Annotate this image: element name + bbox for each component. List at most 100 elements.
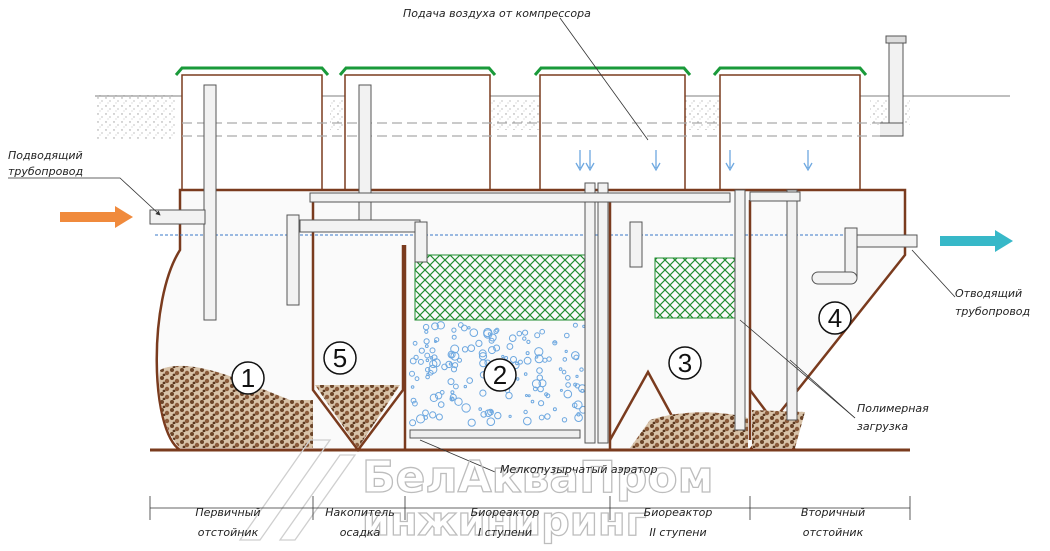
air-bubble (579, 367, 584, 372)
air-bubble (501, 354, 505, 359)
air-bubble (571, 351, 580, 360)
air-bubble (409, 370, 415, 377)
air-bubble (489, 409, 494, 414)
air-bubble (448, 362, 452, 366)
polymer-media-bioreactor-2 (654, 257, 741, 319)
air-bubble (564, 332, 570, 339)
polymer-label-line1: Полимерная (857, 402, 929, 415)
caption-line2: I ступени (478, 526, 532, 539)
air-bubble (450, 344, 460, 354)
chamber-number: 3 (678, 348, 692, 378)
air-bubble (522, 329, 529, 336)
air-bubble (478, 407, 483, 411)
air-bubble (460, 324, 468, 332)
air-bubble (450, 390, 455, 395)
air-bubble (425, 358, 430, 363)
watermark-logo: БелАкваПром инжиниринг (238, 439, 714, 546)
air-bubble (546, 356, 552, 362)
air-bubble (544, 392, 549, 397)
chamber-numbers: 1 5 2 3 4 (231, 301, 852, 395)
air-bubble (563, 389, 573, 399)
air-bubble (452, 362, 459, 369)
air-bubble (410, 385, 415, 389)
air-bubble (450, 366, 458, 373)
air-bubble (428, 370, 434, 376)
air-bubble (565, 382, 571, 388)
outlet-arrow-icon (940, 230, 1013, 252)
air-bubble (506, 343, 514, 350)
air-bubble (531, 379, 542, 389)
air-bubble (538, 400, 545, 407)
aerator-label: Мелкопузырчатый аэратор (500, 463, 657, 476)
air-bubble (535, 355, 539, 359)
fine-bubble-aerator (409, 429, 581, 439)
bottom-dimension-line (149, 496, 911, 520)
air-bubble (453, 383, 459, 390)
caption-line1: Первичный (195, 506, 260, 519)
air-bubble (574, 413, 583, 423)
air-bubble (493, 328, 499, 334)
air-bubble (517, 359, 523, 365)
air-bubble (505, 391, 513, 400)
air-bubble (573, 400, 583, 410)
air-bubble (575, 374, 579, 378)
air-bubble (437, 401, 445, 408)
inlet-pipe (149, 209, 206, 225)
air-bubble (538, 414, 545, 421)
air-bubble (523, 356, 532, 365)
air-bubble (478, 349, 487, 358)
air-bubble (480, 411, 488, 418)
chamber-number: 2 (493, 360, 507, 390)
air-bubble (552, 340, 558, 346)
air-bubble (487, 408, 494, 416)
air-bubble (534, 332, 541, 339)
air-bubble (451, 334, 457, 340)
caption-line2: II ступени (649, 526, 706, 539)
air-bubble (418, 347, 425, 354)
air-supply-label: Подача воздуха от компрессора (403, 7, 591, 20)
air-bubble (429, 356, 434, 360)
air-bubble (562, 357, 568, 362)
air-bubble (434, 337, 440, 343)
air-bubble (431, 354, 438, 361)
air-bubble (573, 382, 578, 387)
air-bubble (431, 322, 439, 331)
air-bubble (447, 378, 455, 386)
air-bubble (525, 394, 528, 397)
inlet-label-line2: трубопровод (8, 165, 83, 178)
air-bubble (429, 393, 439, 402)
polymer-label-line2: загрузка (857, 420, 908, 433)
air-bubble (457, 357, 462, 363)
caption-line1: Вторичный (801, 506, 865, 519)
air-bubble (434, 392, 443, 400)
vent-pipe (880, 35, 907, 137)
air-bubble (412, 340, 418, 346)
caption-line2: осадка (340, 526, 381, 539)
air-bubble (424, 344, 429, 349)
caption-line1: Биореактор (471, 506, 540, 519)
internal-pipes (203, 84, 918, 444)
air-bubble (467, 418, 476, 427)
air-bubble (523, 372, 528, 376)
watermark-sub: инжиниринг (362, 499, 646, 545)
air-bubble (510, 356, 517, 363)
air-bubble (508, 334, 517, 343)
air-bubble (527, 394, 531, 398)
air-bubble (451, 327, 457, 333)
air-bubble (479, 389, 487, 397)
air-bubble (525, 351, 530, 356)
air-bubble (410, 397, 417, 404)
air-bubble (534, 347, 544, 357)
air-bubble (558, 367, 563, 371)
air-bubble (559, 388, 563, 392)
inlet-label-line1: Подводящий (8, 149, 83, 162)
air-bubble (576, 412, 581, 417)
air-bubble (412, 400, 418, 407)
air-bubble (425, 367, 431, 373)
air-bubble (449, 393, 457, 401)
air-bubble (488, 337, 495, 344)
watermark-brand: БелАкваПром (362, 452, 714, 503)
air-arrow-icon (575, 150, 813, 172)
air-bubble (564, 349, 568, 353)
